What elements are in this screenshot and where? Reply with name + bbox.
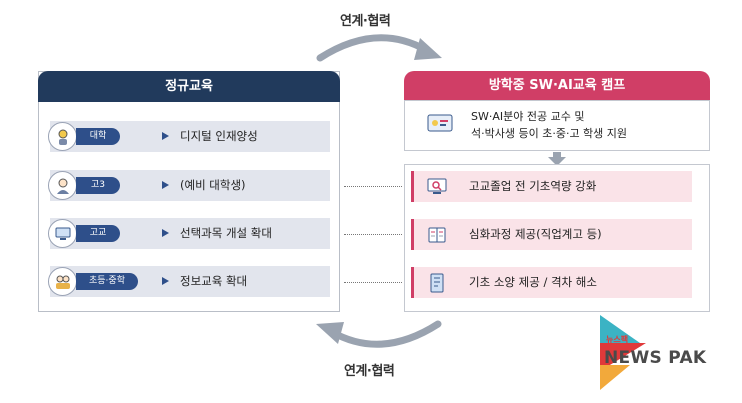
- left-row-text: 선택과목 개설 확대: [180, 226, 272, 240]
- arrow-right-icon: [162, 181, 169, 189]
- book-icon: [427, 225, 447, 245]
- row-accent: [411, 267, 414, 298]
- arrow-right-icon: [162, 229, 169, 237]
- arrow-right-icon: [162, 132, 169, 140]
- left-row: 대학 디지털 인재양성: [48, 121, 330, 152]
- camp-support-line1: SW·AI분야 전공 교수 및: [471, 110, 585, 123]
- monitor-search-icon: [427, 177, 447, 197]
- right-row: 심화과정 제공(직업계고 등): [411, 219, 692, 250]
- flow-label-top: 연계·협력: [340, 14, 391, 29]
- student-icon: [48, 171, 77, 200]
- logo-small-text: 뉴스팩: [606, 335, 629, 344]
- children-icon: [48, 267, 77, 296]
- right-row-text: 고교졸업 전 기초역량 강화: [469, 179, 597, 193]
- left-row: 고3 (예비 대학생): [48, 170, 330, 201]
- down-arrow-icon: [548, 151, 566, 170]
- level-tag: 대학: [76, 128, 120, 145]
- row-accent: [411, 171, 414, 202]
- notebook-icon: [427, 273, 447, 293]
- row-accent: [411, 219, 414, 250]
- connector-dots: [344, 282, 402, 283]
- left-row: 고교 선택과목 개설 확대: [48, 218, 330, 249]
- connector-dots: [344, 234, 402, 235]
- logo-main-text: NEWS PAK: [604, 348, 707, 368]
- level-tag: 고3: [76, 177, 120, 194]
- level-tag: 고교: [76, 225, 120, 242]
- left-row-text: 정보교육 확대: [180, 274, 248, 288]
- camp-support-line2: 석·박사생 등이 초·중·고 학생 지원: [471, 127, 628, 140]
- connector-dots: [344, 186, 402, 187]
- arrow-right-icon: [162, 277, 169, 285]
- camp-support-box: SW·AI분야 전공 교수 및 석·박사생 등이 초·중·고 학생 지원: [404, 100, 710, 151]
- curved-arrow-left-icon: [312, 318, 442, 354]
- regular-education-title: 정규교육: [38, 71, 340, 102]
- left-row-text: (예비 대학생): [180, 178, 246, 192]
- presentation-icon: [427, 113, 453, 141]
- left-row: 초등·중학 정보교육 확대: [48, 266, 330, 297]
- curved-arrow-right-icon: [316, 28, 446, 64]
- right-row-text: 심화과정 제공(직업계고 등): [469, 227, 602, 241]
- left-row-text: 디지털 인재양성: [180, 129, 258, 143]
- computer-icon: [48, 219, 77, 248]
- lightbulb-person-icon: [48, 122, 77, 151]
- right-row-text: 기초 소양 제공 / 격차 해소: [469, 275, 597, 289]
- flow-label-bottom: 연계·협력: [344, 364, 395, 379]
- level-tag: 초등·중학: [76, 273, 138, 290]
- news-pak-logo: 뉴스팩 NEWS PAK: [600, 315, 730, 390]
- camp-title: 방학중 SW·AI교육 캠프: [404, 71, 710, 100]
- right-row: 고교졸업 전 기초역량 강화: [411, 171, 692, 202]
- right-row: 기초 소양 제공 / 격차 해소: [411, 267, 692, 298]
